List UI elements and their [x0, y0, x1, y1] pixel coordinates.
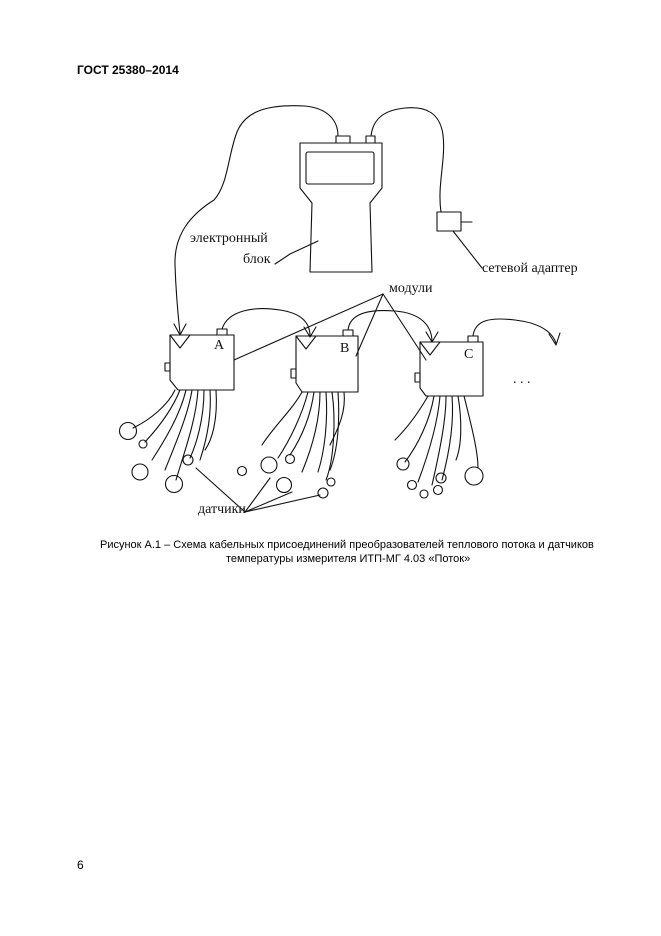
cable-b-to-c	[347, 309, 433, 343]
caption-line-2: температуры измерителя ИТП-МГ 4.03 «Пото…	[226, 553, 471, 565]
caption-line-1: Рисунок А.1 – Схема кабельных присоедине…	[100, 539, 594, 551]
modules-leader-line-a	[233, 293, 384, 361]
cable-c-to-next	[472, 318, 557, 344]
device-display	[305, 151, 375, 185]
block-leader-line	[274, 240, 319, 265]
network-adapter-icon	[436, 211, 462, 232]
page-number: 6	[77, 858, 84, 872]
adapter-leader-line	[452, 230, 483, 269]
label-network-adapter: сетевой адаптер	[482, 261, 578, 276]
module-c	[419, 341, 484, 397]
label-sensors: датчики	[198, 502, 246, 517]
label-modules: модули	[389, 281, 433, 296]
label-module-b: B	[340, 341, 349, 356]
module-a	[169, 334, 235, 391]
sensors-leader-line-1	[195, 467, 246, 513]
figure-caption: Рисунок А.1 – Схема кабельных присоедине…	[60, 538, 650, 566]
cable-a-to-b	[221, 308, 311, 337]
label-electronic-block-line2: блок	[243, 252, 271, 267]
cable-connection-diagram: электронный блок сетевой адаптер модули …	[118, 105, 578, 517]
label-electronic-block-line1: электронный	[190, 231, 268, 246]
sensors-leader-line-3	[244, 491, 293, 513]
label-module-a: A	[214, 338, 225, 353]
cable-device-to-module-a	[174, 105, 339, 334]
document-header: ГОСТ 25380–2014	[77, 63, 179, 77]
sensors-leader-line-4	[244, 494, 321, 513]
device-connector-left	[335, 135, 351, 144]
modules-leader-line-c	[382, 293, 427, 361]
device-connector-right	[365, 135, 376, 144]
label-ellipsis: . . .	[513, 372, 531, 387]
sensors-leader-line-2	[244, 477, 271, 513]
cable-device-to-adapter	[370, 107, 445, 213]
modules-leader-line-b	[355, 293, 384, 357]
electronic-block	[299, 142, 383, 273]
label-module-c: C	[464, 347, 473, 362]
